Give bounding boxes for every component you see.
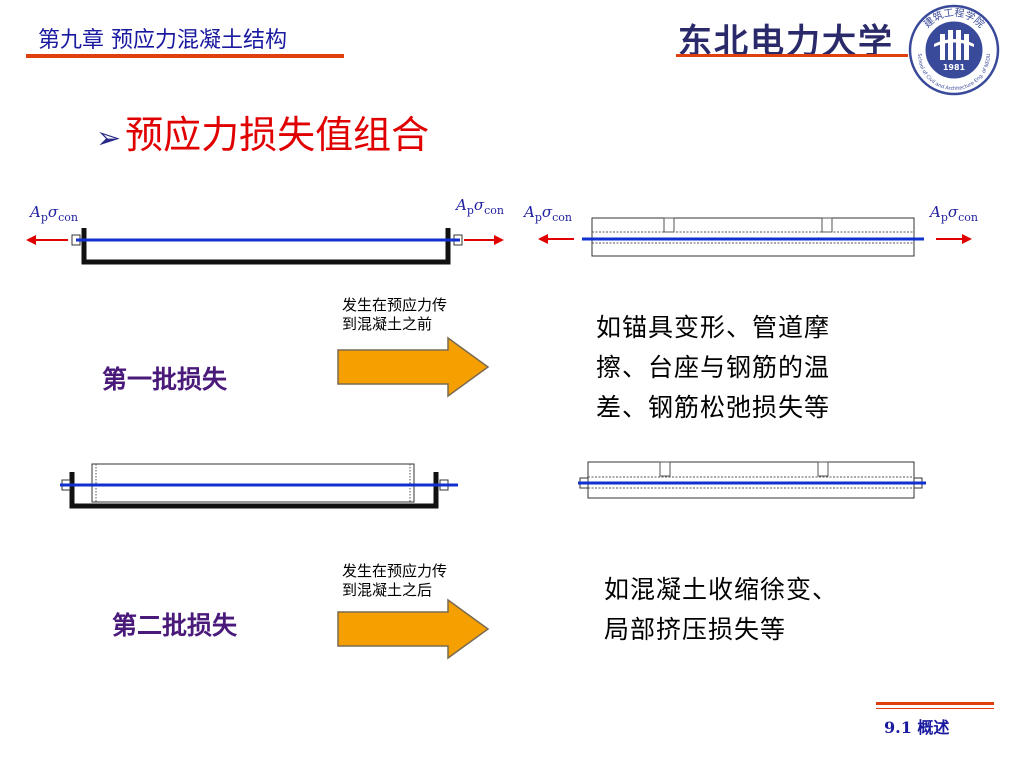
slide-heading: ➢预应力损失值组合: [96, 104, 429, 159]
vent-right: [821, 217, 833, 233]
batch1-label: 第一批损失: [102, 365, 228, 394]
footer-rule: [876, 702, 994, 705]
footer-rule-thin: [876, 708, 994, 709]
header-rule-left: [26, 54, 344, 58]
force-label-left-1: Apσcon: [30, 203, 79, 224]
logo-building-icon: [934, 30, 974, 60]
batch2-arrow-icon: [337, 598, 490, 660]
force-arrow-left-icon: [26, 235, 36, 245]
batch1-description: 如锚具变形、管道摩 擦、台座与钢筋的温 差、钢筋松弛损失等: [596, 313, 831, 422]
diagram-pretension-transfer: [60, 463, 458, 509]
force-arrow-left-icon: [538, 234, 548, 244]
force-arrow-right-icon: [494, 235, 504, 245]
section-label: 9.1 概述: [884, 718, 950, 737]
force-label-right-2: Apσcon: [930, 203, 979, 224]
pretension-bed-frame: [81, 228, 451, 265]
concrete-member: [591, 217, 915, 257]
heading-bullet-icon: ➢: [96, 121, 122, 156]
diagram-pretension-bed: [26, 228, 504, 265]
chapter-title: 第九章 预应力混凝土结构: [38, 28, 287, 53]
batch1-arrow-icon: [337, 336, 490, 398]
vent-left: [663, 217, 675, 233]
slide-heading-text: 预应力损失值组合: [125, 113, 430, 157]
university-logo: 建筑工程学院 School of Civil and Architecture …: [908, 4, 1000, 96]
header-rule-right: [676, 54, 908, 57]
force-label-left-2: Apσcon: [524, 203, 573, 224]
vent-left: [659, 461, 671, 477]
logo-year: 1981: [943, 63, 966, 72]
batch2-label: 第二批损失: [112, 611, 238, 640]
pretension-bed-frame: [69, 472, 439, 509]
diagram-posttension-transfer: [578, 461, 926, 499]
concrete-member: [587, 461, 915, 499]
batch2-arrow-caption: 发生在预应力传 到混凝土之后: [342, 562, 448, 599]
batch1-arrow-caption: 发生在预应力传 到混凝土之前: [342, 296, 448, 333]
concrete-member: [91, 463, 415, 503]
diagram-posttension-member: [538, 217, 972, 257]
batch2-description: 如混凝土收缩徐变、 局部挤压损失等: [604, 575, 839, 644]
force-label-right-1: Apσcon: [456, 196, 505, 217]
vent-right: [817, 461, 829, 477]
force-arrow-right-icon: [962, 234, 972, 244]
